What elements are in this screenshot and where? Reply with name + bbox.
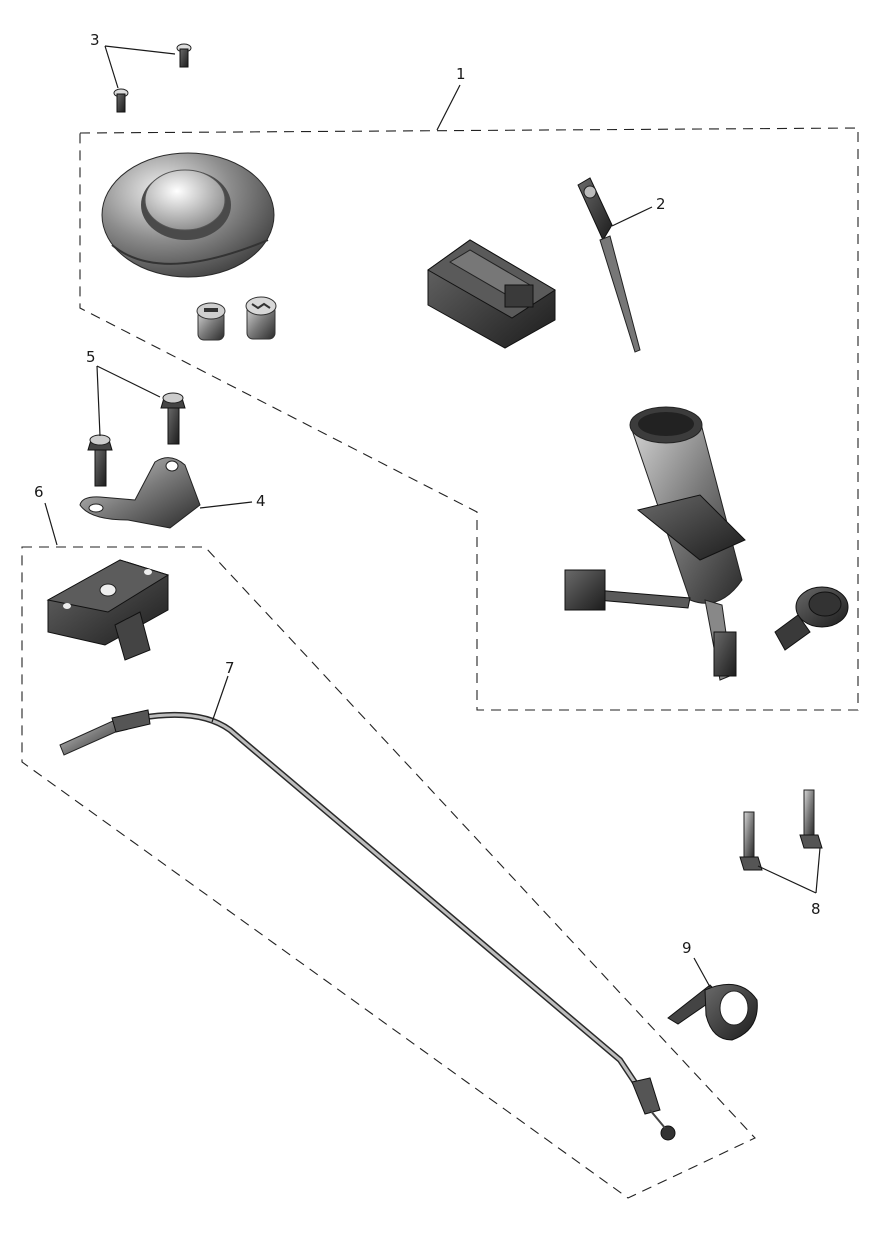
bolt-left-part <box>87 434 113 487</box>
leader-9 <box>693 957 711 988</box>
leader-4 <box>199 501 253 509</box>
control-module-part <box>427 239 556 349</box>
leader-1 <box>436 84 461 131</box>
ignition-switch-part <box>564 406 746 681</box>
callout-6: 6 <box>34 483 44 501</box>
callout-8: 8 <box>811 900 821 918</box>
stud-left-part <box>739 811 763 871</box>
fuel-cap-part <box>101 152 275 278</box>
callout-9: 9 <box>682 939 692 957</box>
lock-barrel-right-part <box>245 296 277 340</box>
screw-lower-part <box>113 88 129 113</box>
kit-boundary-1 <box>79 127 859 711</box>
callout-3: 3 <box>90 31 100 49</box>
leader-6 <box>44 502 58 546</box>
leader-8 <box>757 847 821 894</box>
mounting-bracket-part <box>79 457 201 529</box>
cable-clip-part <box>667 983 758 1041</box>
callout-2: 2 <box>656 195 666 213</box>
callout-7: 7 <box>225 659 235 677</box>
callout-5: 5 <box>86 348 96 366</box>
callout-4: 4 <box>256 492 266 510</box>
kit-boundary-6 <box>21 546 756 1199</box>
screw-upper-part <box>176 43 192 68</box>
filler-nut-part <box>774 586 849 651</box>
leader-2 <box>611 206 653 227</box>
leader-5 <box>96 365 161 437</box>
leader-7 <box>211 675 229 723</box>
seat-latch-part <box>46 559 170 661</box>
callout-1: 1 <box>456 65 466 83</box>
ignition-key-part <box>577 177 641 353</box>
lock-barrel-left-part <box>196 302 226 341</box>
bolt-right-part <box>160 392 186 445</box>
stud-right-part <box>799 789 823 849</box>
release-cable-part <box>59 709 676 1141</box>
leader-3 <box>104 45 176 89</box>
